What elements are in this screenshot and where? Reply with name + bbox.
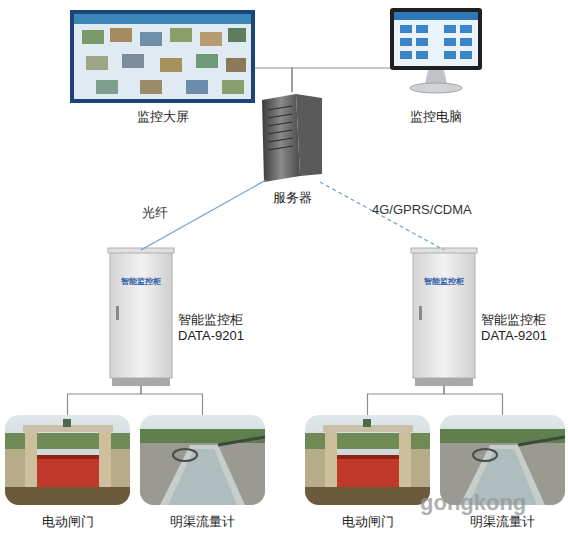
monitor-base xyxy=(410,83,462,93)
node-caption: 监控大屏 xyxy=(70,109,255,125)
flowmeter-photo xyxy=(140,415,265,505)
connector-line xyxy=(141,180,266,250)
server-tower xyxy=(262,94,300,182)
edge-label: 4G/GPRS/CDMA xyxy=(372,202,472,217)
cabinet-node: 智能监控柜智能监控柜 DATA-9201 xyxy=(110,250,172,386)
monitor-screen xyxy=(394,12,478,66)
node-label: 智能监控柜 DATA-9201 xyxy=(481,312,563,345)
gate-node: 电动闸门 xyxy=(5,415,130,505)
connector-line xyxy=(255,68,292,92)
connector-line xyxy=(444,386,503,415)
watermark: gongkong xyxy=(420,490,526,516)
connector-line xyxy=(292,68,390,92)
node-caption: 明渠流量计 xyxy=(440,514,565,530)
node-caption: 智能监控柜 xyxy=(413,277,475,287)
gate-node: 电动闸门 xyxy=(305,415,430,505)
node-label: 智能监控柜 DATA-9201 xyxy=(178,312,260,345)
cabinet-node: 智能监控柜智能监控柜 DATA-9201 xyxy=(413,250,475,386)
gate-photo xyxy=(305,415,430,505)
node-caption: 服务器 xyxy=(252,190,332,206)
server-tower xyxy=(296,94,322,176)
monitor-bezel xyxy=(390,8,482,70)
monitor-icons xyxy=(400,25,472,59)
node-caption: 监控电脑 xyxy=(380,109,492,125)
gate-photo xyxy=(5,415,130,505)
server-slots xyxy=(268,106,293,150)
monitor-header xyxy=(394,12,478,20)
screen-thumbnails xyxy=(82,28,246,94)
node-caption: 明渠流量计 xyxy=(140,514,265,530)
server-node: 服务器 xyxy=(252,92,332,184)
connector-line xyxy=(141,386,203,415)
screen-frame xyxy=(70,10,255,103)
connector-line xyxy=(68,386,142,415)
computer-node: 监控电脑 xyxy=(390,8,482,98)
connector-line xyxy=(368,386,445,415)
screen-header xyxy=(74,14,251,24)
flowmeter-node: 明渠流量计 xyxy=(140,415,265,505)
monitor-neck xyxy=(425,70,447,84)
cabinet-body xyxy=(108,248,477,386)
screen-node: 监控大屏 xyxy=(70,10,255,103)
node-caption: 智能监控柜 xyxy=(110,277,172,287)
screen-display xyxy=(74,14,251,99)
node-caption: 电动闸门 xyxy=(5,514,130,530)
node-caption: 电动闸门 xyxy=(305,514,430,530)
edge-label: 光纤 xyxy=(142,204,168,222)
